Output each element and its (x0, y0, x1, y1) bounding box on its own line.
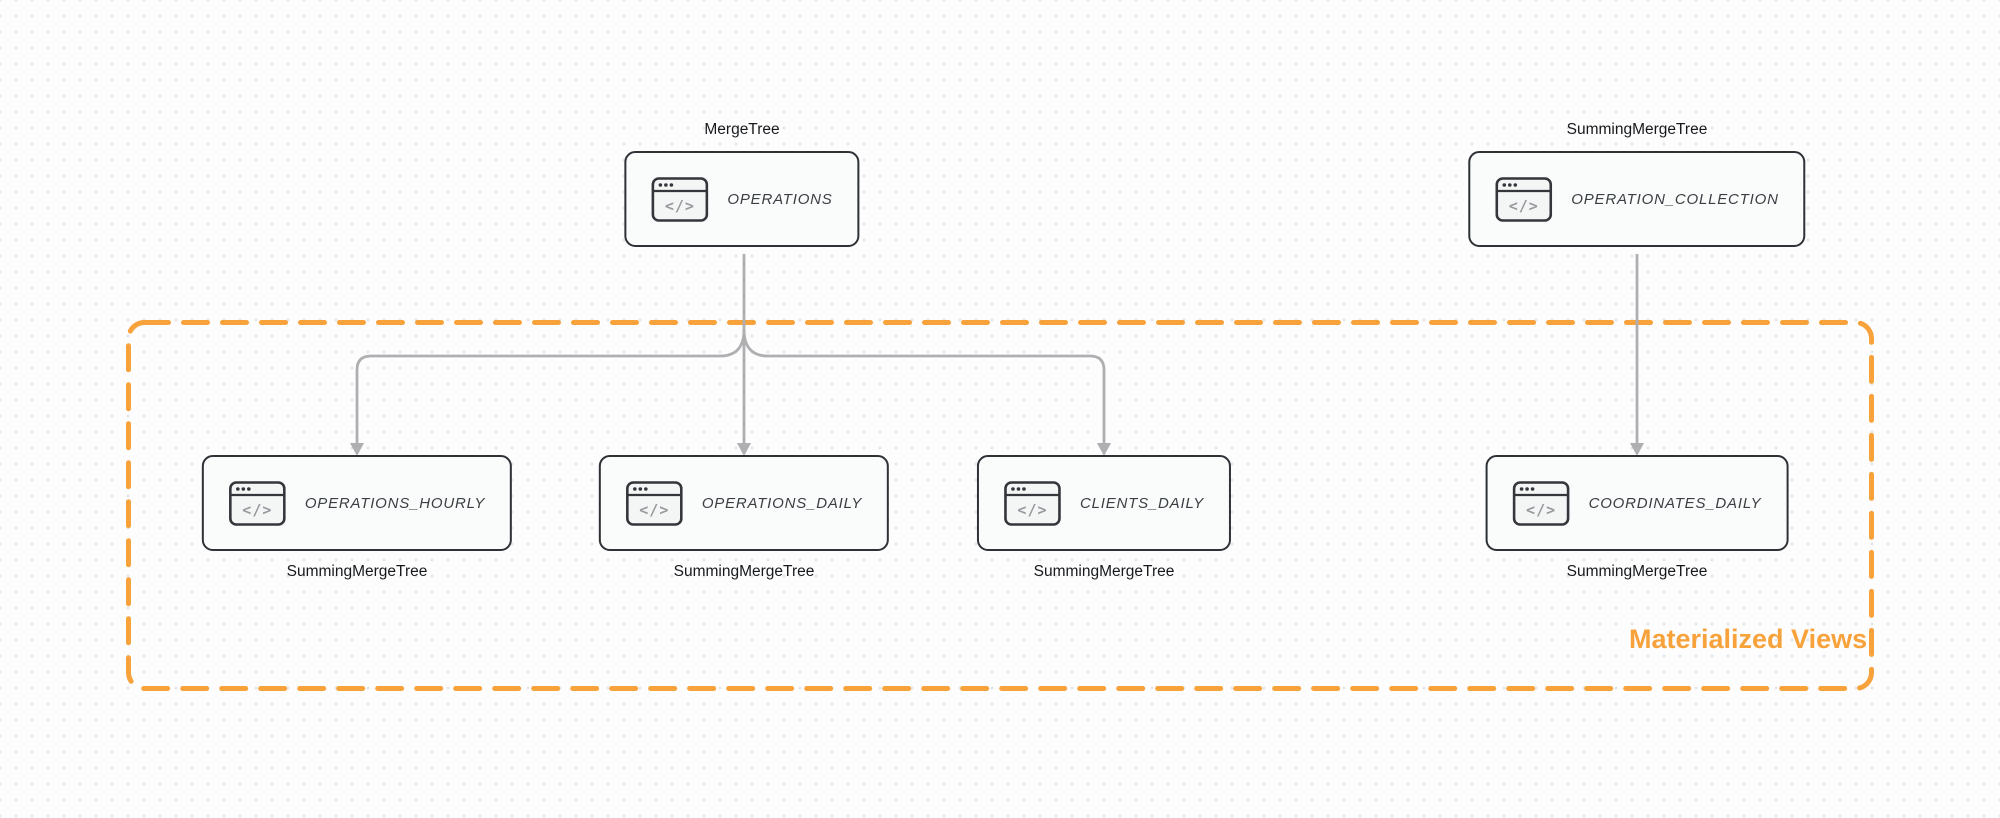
table-name: OPERATIONS_HOURLY (304, 494, 486, 512)
node-operation-collection[interactable]: SummingMergeTree </> OPERATION_COLLECTIO… (1468, 121, 1806, 247)
engine-label: SummingMergeTree (1566, 563, 1708, 580)
table-box[interactable]: </> OPERATIONS_HOURLY (201, 455, 513, 551)
materialized-views-group-border (126, 320, 1874, 691)
engine-label: MergeTree (704, 121, 780, 138)
code-window-icon: </> (1512, 480, 1570, 526)
engine-label: SummingMergeTree (1566, 121, 1708, 138)
svg-text:</>: </> (1017, 501, 1047, 519)
table-name: OPERATIONS (727, 190, 833, 208)
code-window-icon: </> (651, 176, 709, 222)
engine-label: SummingMergeTree (1033, 563, 1175, 580)
edge-operations-to-operations-hourly (355, 329, 746, 444)
svg-text:</>: </> (1509, 197, 1539, 215)
table-box[interactable]: </> OPERATION_COLLECTION (1468, 151, 1806, 247)
node-coordinates-daily[interactable]: SummingMergeTree </> COORDINATES_DAILY (1485, 455, 1789, 581)
node-clients-daily[interactable]: SummingMergeTree </> CLIENTS_DAILY (976, 455, 1232, 581)
arrowhead-clients-daily (1097, 443, 1111, 456)
code-window-icon: </> (1004, 480, 1061, 526)
arrowhead-coordinates-daily (1630, 443, 1644, 456)
arrowhead-operations-daily (737, 443, 751, 456)
engine-label: SummingMergeTree (673, 563, 815, 580)
table-name: OPERATION_COLLECTION (1571, 190, 1779, 208)
svg-text:</>: </> (242, 501, 272, 519)
table-name: OPERATIONS_DAILY (701, 494, 863, 512)
table-box[interactable]: </> CLIENTS_DAILY (976, 455, 1232, 551)
code-window-icon: </> (229, 480, 286, 526)
table-box[interactable]: </> OPERATIONS (624, 151, 860, 247)
code-window-icon: </> (626, 480, 683, 526)
node-operations-daily[interactable]: SummingMergeTree </> OPERATIONS_DAILY (598, 455, 890, 581)
arrowhead-operations-hourly (350, 443, 364, 456)
node-operations-hourly[interactable]: SummingMergeTree </> OPERATIONS_HOURLY (201, 455, 513, 581)
engine-label: SummingMergeTree (286, 563, 428, 580)
table-name: COORDINATES_DAILY (1588, 494, 1762, 512)
svg-text:</>: </> (665, 197, 695, 215)
svg-text:</>: </> (1526, 501, 1556, 519)
materialized-views-label: Materialized Views (1629, 624, 1868, 654)
svg-text:</>: </> (639, 501, 669, 519)
table-name: CLIENTS_DAILY (1079, 494, 1205, 512)
code-window-icon: </> (1495, 176, 1553, 222)
table-box[interactable]: </> OPERATIONS_DAILY (598, 455, 890, 551)
edge-operations-to-clients-daily (742, 329, 1106, 444)
node-operations[interactable]: MergeTree </> OPERATIONS (624, 121, 860, 247)
table-box[interactable]: </> COORDINATES_DAILY (1485, 455, 1789, 551)
